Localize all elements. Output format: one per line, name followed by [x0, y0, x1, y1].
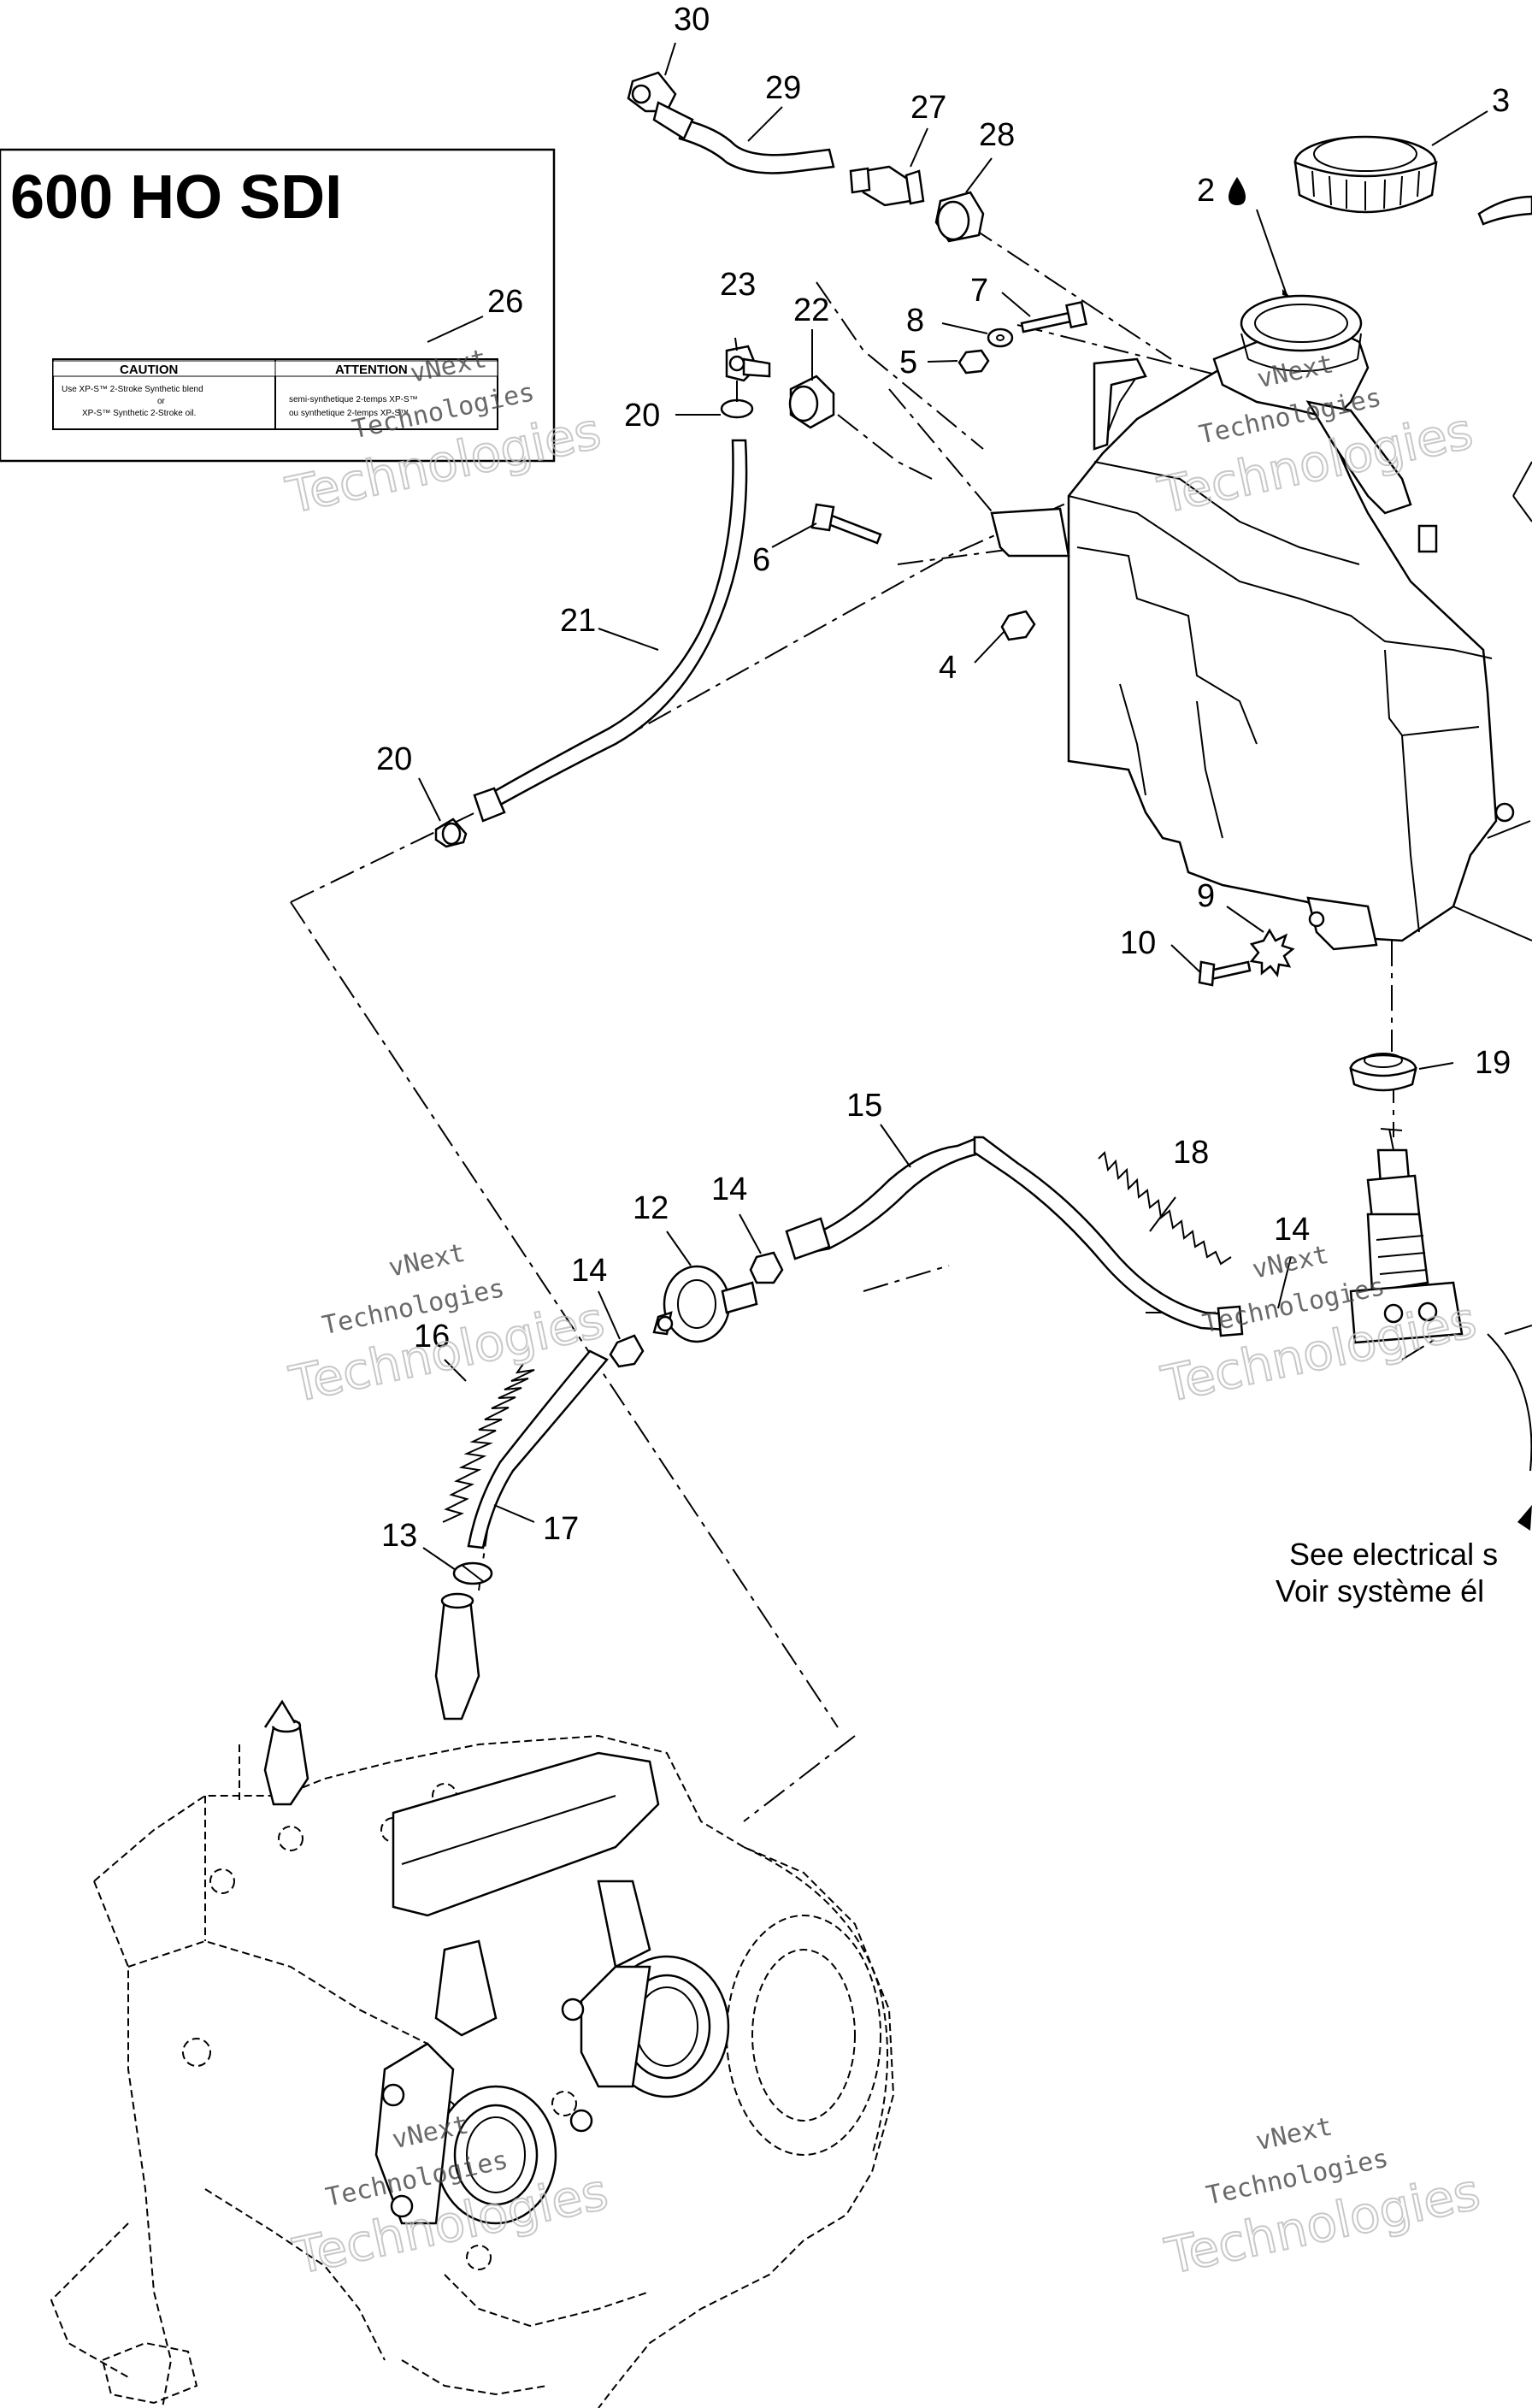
- watermark-5: vNext Technologies Technologies: [287, 2110, 614, 2287]
- decal-attention-line2: ou synthetique 2-temps XP-S™: [289, 409, 409, 418]
- decal-caution-line1: Use XP-S™ 2-Stroke Synthetic blend: [62, 385, 203, 394]
- callout-16: 16: [414, 1319, 450, 1354]
- callout-7: 7: [970, 273, 988, 309]
- callout-9: 9: [1197, 878, 1215, 914]
- callout-19: 19: [1475, 1045, 1511, 1081]
- callout-27: 27: [910, 90, 946, 126]
- engine-intakes: [374, 1955, 730, 2225]
- callout-2: 2: [1197, 173, 1215, 209]
- leader-lines: [418, 42, 1532, 1571]
- oil-drop-icon: [1229, 177, 1246, 205]
- callout-20-upper: 20: [624, 398, 660, 434]
- model-info-box: 600 HO SDI 26 CAUTION Use XP-S™ 2-Stroke…: [0, 148, 556, 463]
- spring-16: [442, 1363, 535, 1523]
- decal-attention-line1: semi-synthetique 2-temps XP-S™: [289, 395, 418, 404]
- oil-lines: [434, 71, 1244, 1585]
- callout-14-middle: 14: [711, 1172, 747, 1207]
- oil-tank-cap: [1293, 135, 1438, 214]
- arrow-head: [1517, 1505, 1532, 1531]
- callout-22: 22: [793, 292, 829, 328]
- fasteners: [810, 300, 1417, 1092]
- callout-5: 5: [899, 345, 917, 381]
- callout-29: 29: [765, 70, 801, 106]
- callout-20-lower: 20: [376, 741, 412, 777]
- model-title: 600 HO SDI: [10, 163, 342, 232]
- callout-6: 6: [752, 542, 770, 578]
- decal-caution-line3: XP-S™ Synthetic 2-Stroke oil.: [82, 409, 196, 418]
- assembly-center-lines: [290, 226, 1458, 1822]
- callout-17: 17: [543, 1511, 579, 1547]
- callout-10: 10: [1120, 925, 1156, 961]
- callouts: 30 29 27 28 2 3 7 8 5 23 22 20 6 4 21 20…: [376, 2, 1511, 1554]
- callout-18: 18: [1173, 1135, 1209, 1171]
- decal-caution-header: CAUTION: [120, 363, 178, 377]
- callout-15: 15: [846, 1088, 882, 1124]
- arrow-to-tank: [1282, 289, 1291, 298]
- callout-14-right: 14: [1274, 1212, 1310, 1248]
- note-line-en: See electrical s: [1289, 1537, 1498, 1572]
- oil-tank: [990, 195, 1532, 951]
- callout-26-label: 26: [487, 284, 523, 320]
- callout-23: 23: [720, 267, 756, 303]
- watermark-3: vNext Technologies Technologies: [284, 1238, 610, 1415]
- callout-4: 4: [939, 650, 957, 686]
- svg-text:vNext: vNext: [386, 1238, 468, 1284]
- callout-8: 8: [906, 303, 924, 339]
- svg-text:vNext: vNext: [1253, 2111, 1335, 2157]
- decal-attention-header: ATTENTION: [335, 363, 408, 377]
- callout-28: 28: [979, 117, 1015, 153]
- decal-caution-line2: or: [157, 397, 166, 406]
- callout-14-left: 14: [571, 1253, 607, 1289]
- note-line-fr: Voir système él: [1276, 1573, 1484, 1608]
- oil-caution-decal: CAUTION Use XP-S™ 2-Stroke Synthetic ble…: [52, 358, 498, 430]
- svg-text:vNext: vNext: [1250, 1240, 1332, 1285]
- callout-30: 30: [674, 2, 710, 38]
- engine-cylinder-head: [263, 1592, 660, 2037]
- callout-21: 21: [560, 603, 596, 639]
- electrical-system-note: See electrical s Voir système él: [1276, 1537, 1498, 1608]
- callout-12: 12: [633, 1190, 669, 1226]
- callout-3: 3: [1492, 83, 1510, 119]
- callout-13: 13: [381, 1518, 417, 1554]
- watermark-6: vNext Technologies Technologies: [1159, 2111, 1486, 2286]
- oil-level-sensor: [1349, 1128, 1464, 1344]
- spring-18: [1098, 1150, 1232, 1266]
